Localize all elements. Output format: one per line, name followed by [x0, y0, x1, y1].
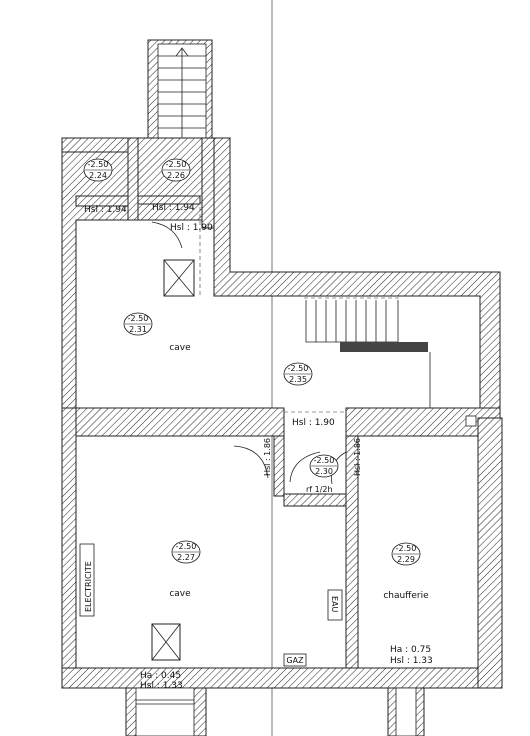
annotation-hsl-186-left: Hsl : 1.86 [263, 438, 272, 476]
svg-text:-2.50: -2.50 [396, 544, 417, 553]
svg-text:2.35: 2.35 [289, 375, 307, 384]
wall-bottom-left [61, 407, 77, 679]
wall-bottom-floor [61, 667, 503, 689]
svg-text:-2.50: -2.50 [176, 542, 197, 551]
wall-closet-divider [127, 137, 139, 221]
door-arc-sas [289, 451, 321, 483]
annotation-rf: rf 1/2h [306, 485, 333, 494]
wall-chaufferie-left [345, 435, 359, 669]
trap-top [163, 259, 195, 297]
door-arc-middle [233, 445, 269, 479]
annotation-hsl-top-door: Hsl : 1.90 [170, 223, 213, 233]
wall-stair-right [201, 137, 215, 229]
wall-sas-bottom [283, 493, 347, 507]
door-arc-top [151, 221, 183, 249]
level-marker-chaufferie: -2.50 2.29 [391, 542, 421, 566]
trap-bottom [151, 623, 181, 661]
annotation-window-right-ha: Ha : 0.75 [390, 645, 431, 655]
eau-meter: EAU [327, 589, 343, 621]
svg-text:2.31: 2.31 [129, 325, 147, 334]
wall-bottom-right [477, 417, 503, 689]
wall-middle-right [345, 407, 501, 437]
level-marker-closet-left: -2.50 2.24 [83, 158, 113, 182]
svg-text:-2.50: -2.50 [314, 456, 335, 465]
level-marker-hall: -2.50 2.35 [283, 362, 313, 386]
level-marker-sas: -2.50 2.30 [309, 454, 339, 478]
small-box-right [465, 415, 477, 427]
svg-text:2.30: 2.30 [315, 467, 333, 476]
level-marker-cave-bottom: -2.50 2.27 [171, 540, 201, 564]
room-name-cave-bottom: cave [169, 589, 191, 599]
svg-text:2.27: 2.27 [177, 553, 195, 562]
svg-text:ELECTRICITE: ELECTRICITE [84, 561, 93, 612]
wall-closet-bottom [75, 195, 129, 207]
annotation-window-left-ha: Ha : 0.45 [140, 671, 181, 681]
wall-closet-left [61, 137, 139, 153]
svg-text:EAU: EAU [330, 596, 339, 613]
svg-text:GAZ: GAZ [286, 656, 304, 665]
annotation-hsl-right: Hsl : 1.94 [152, 203, 195, 213]
level-marker-cave-top: -2.50 2.31 [123, 312, 153, 336]
annotation-window-right-hsl: Hsl : 1.33 [390, 656, 433, 666]
svg-text:-2.50: -2.50 [88, 160, 109, 169]
svg-text:-2.50: -2.50 [288, 364, 309, 373]
electricite-panel: ELECTRICITE [79, 543, 95, 617]
annotation-hsl-middle: Hsl : 1.90 [292, 418, 335, 428]
svg-text:2.29: 2.29 [397, 555, 415, 564]
annotation-hsl-186-right: Hsl : 1.86 [353, 438, 362, 476]
annotation-window-left-hsl: Hsl : 1.33 [140, 681, 183, 691]
svg-text:-2.50: -2.50 [166, 160, 187, 169]
annotation-hsl-left: Hsl : 1.94 [84, 205, 127, 215]
room-name-chaufferie: chaufferie [383, 591, 429, 601]
room-name-cave-top: cave [169, 343, 191, 353]
gaz-meter: GAZ [283, 653, 307, 667]
hall-staircase [304, 297, 428, 352]
wall-sas-left [273, 435, 285, 497]
svg-text:2.26: 2.26 [167, 171, 185, 180]
svg-text:-2.50: -2.50 [128, 314, 149, 323]
wall-middle-horizontal [61, 407, 285, 437]
svg-text:2.24: 2.24 [89, 171, 107, 180]
level-marker-closet-right: -2.50 2.26 [161, 158, 191, 182]
